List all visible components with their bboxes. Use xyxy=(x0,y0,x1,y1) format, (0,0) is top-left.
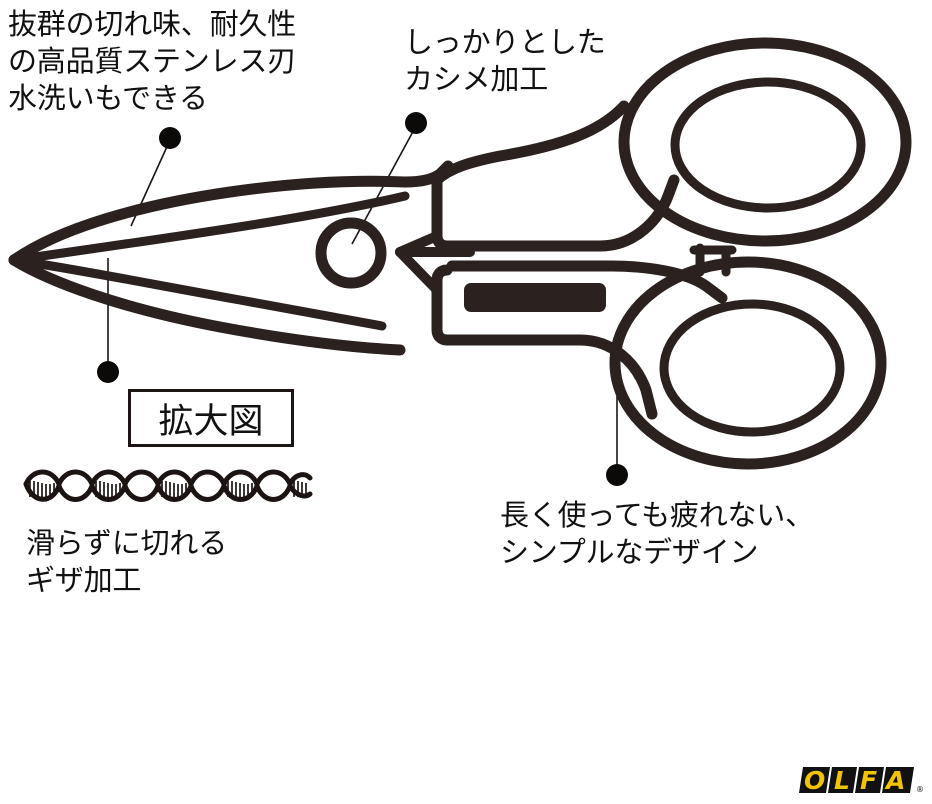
upper-arm-top-edge xyxy=(431,100,630,186)
scissors-body xyxy=(8,37,912,470)
handle-design-callout-text: 長く使っても疲れない、 シンプルなデザイン xyxy=(500,498,814,570)
pivot-rivet-circle xyxy=(315,217,387,289)
upper-handle-ring-inner xyxy=(670,77,866,213)
serration-scallop-wave xyxy=(23,469,313,491)
serration-pattern xyxy=(23,469,313,502)
svg-text:A: A xyxy=(884,766,905,795)
leader-dots xyxy=(97,112,628,486)
olfa-logo-letters: O L F A xyxy=(804,766,905,795)
svg-text:L: L xyxy=(834,766,850,795)
lower-arm-shank xyxy=(446,260,728,304)
lower-arm-body xyxy=(431,264,658,420)
lower-handle-ring-inner xyxy=(659,299,845,437)
lower-handle-ring-outer xyxy=(609,256,887,470)
lower-blade-outline xyxy=(8,254,406,356)
olfa-block-f xyxy=(855,767,884,793)
olfa-logo: O L F A ® xyxy=(799,766,924,795)
registered-trademark-icon: ® xyxy=(916,785,924,794)
grip-inlay xyxy=(464,283,606,312)
leader-dot-blade-upper xyxy=(159,127,181,149)
pivot-linkage-lower xyxy=(395,247,442,295)
svg-text:O: O xyxy=(804,766,825,795)
leader-dot-rivet xyxy=(405,112,427,134)
upper-blade-outline xyxy=(8,175,411,266)
magnified-view-label-box: 拡大図 xyxy=(128,389,294,447)
leader-dot-blade-lower xyxy=(97,361,119,383)
lower-blade-edge xyxy=(9,255,387,331)
olfa-block-a xyxy=(882,767,914,793)
magnified-view-label-text: 拡大図 xyxy=(158,401,264,442)
svg-text:F: F xyxy=(860,766,877,795)
upper-handle-ring-outer xyxy=(618,37,912,247)
rivet-callout-text: しっかりとした カシメ加工 xyxy=(404,25,606,97)
olfa-block-l xyxy=(828,767,857,793)
olfa-block-o xyxy=(799,767,830,793)
serration-callout-text: 滑らずに切れる ギザ加工 xyxy=(26,526,228,598)
olfa-logo-blocks xyxy=(799,767,914,793)
leader-dot-design xyxy=(606,464,628,486)
upper-blade-edge xyxy=(9,191,410,265)
blade-quality-callout-text: 抜群の切れ味、耐久性 の高品質ステンレス刃 水洗いもできる xyxy=(8,7,297,116)
blade-tip xyxy=(8,252,34,266)
serration-edge-wave xyxy=(23,479,313,502)
